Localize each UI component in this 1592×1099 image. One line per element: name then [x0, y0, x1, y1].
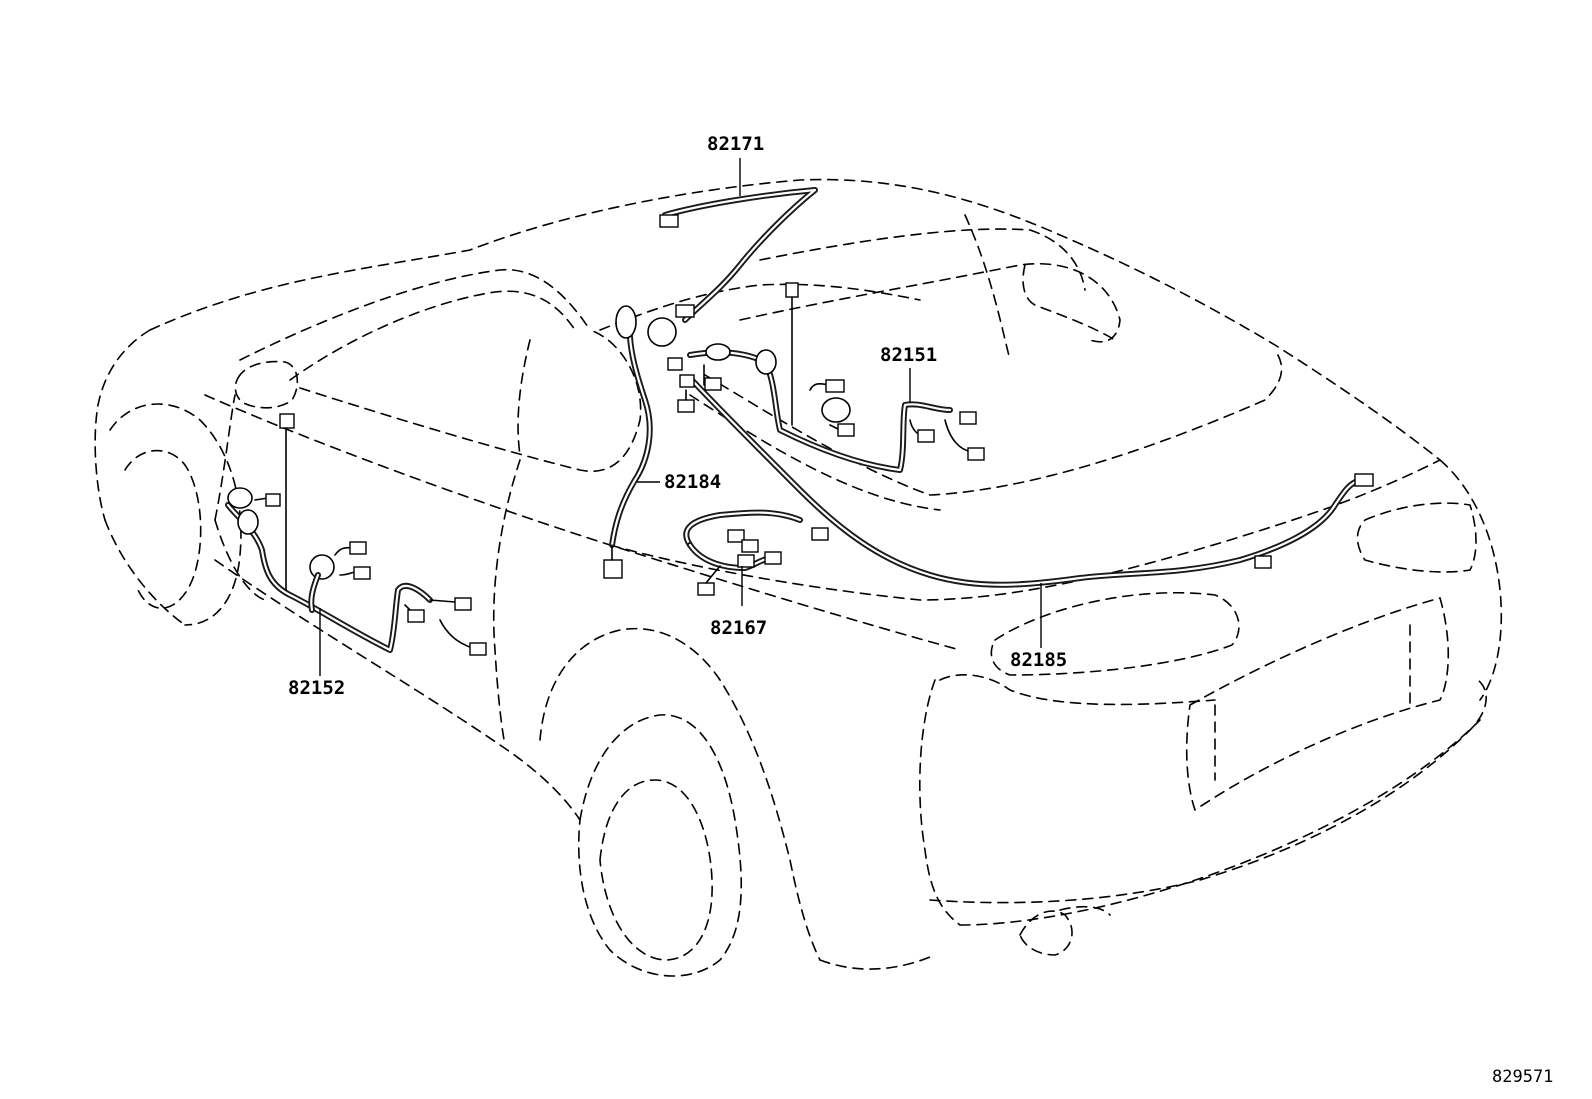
harness-82185-rear: [679, 374, 1374, 588]
part-label-82171: 82171: [707, 133, 764, 155]
part-label-82151: 82151: [880, 344, 937, 366]
harness-82151-hatch: [647, 282, 985, 473]
leader-lines: [319, 158, 1042, 676]
car-body-outline: [94, 178, 1503, 977]
harness-82184-pillar: [603, 305, 653, 579]
part-label-82184: 82184: [664, 471, 721, 493]
part-label-82185: 82185: [1010, 649, 1067, 671]
harness-82171-roof: [659, 187, 818, 323]
harness-82167-trunk: [683, 509, 803, 596]
part-label-82167: 82167: [710, 617, 767, 639]
illustration-code: 829571: [1492, 1067, 1553, 1087]
harness-82152-door: [225, 413, 487, 656]
part-label-82152: 82152: [288, 677, 345, 699]
